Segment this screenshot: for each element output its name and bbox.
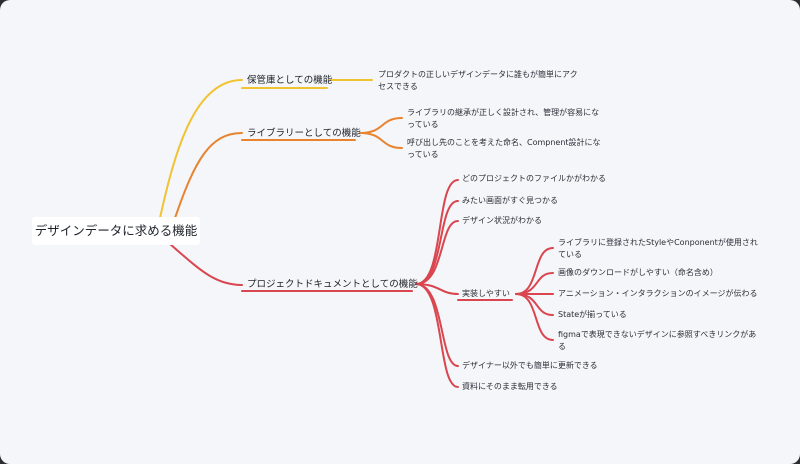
node-library-naming[interactable]: 呼び出し先のことを考えた命名、Compnent設計になっている — [407, 138, 601, 159]
link-doc-c3 — [415, 220, 459, 285]
link-library-child2 — [359, 132, 403, 149]
node-doc-reuse[interactable]: 資料にそのまま転用できる — [462, 382, 558, 391]
link-root-document — [169, 243, 243, 286]
node-impl-figma-link[interactable]: figmaで表現できないデザインに参照すべきリンクがある — [558, 330, 757, 351]
node-storage-access[interactable]: プロダクトの正しいデザインデータに誰もが簡単にアクセスできる — [378, 70, 578, 91]
branch-document[interactable]: プロジェクトドキュメントとしての機能 — [247, 279, 418, 290]
node-doc-implementation[interactable]: 実装しやすい — [462, 289, 510, 298]
node-impl-image-download[interactable]: 画像のダウンロードがしやすい（命名含め） — [558, 268, 718, 277]
node-doc-project-file[interactable]: どのプロジェクトのファイルかがわかる — [462, 174, 606, 183]
link-impl-s5 — [515, 293, 554, 341]
node-impl-animation[interactable]: アニメーション・インタラクションのイメージが伝わる — [558, 289, 758, 298]
node-doc-find-screen[interactable]: みたい画面がすぐ見つかる — [462, 196, 558, 205]
link-doc-c1 — [415, 179, 459, 285]
link-library-child1 — [359, 117, 403, 134]
link-doc-c6 — [415, 283, 459, 388]
node-library-inheritance[interactable]: ライブラリの継承が正しく設計され、管理が容易になっている — [407, 108, 600, 129]
root-node[interactable]: デザインデータに求める機能 — [33, 218, 199, 244]
node-impl-state[interactable]: Stateが揃っている — [558, 310, 627, 319]
link-root-library — [174, 132, 243, 219]
node-doc-design-status[interactable]: デザイン状況がわかる — [462, 216, 542, 225]
link-doc-c5 — [415, 283, 459, 367]
link-root-storage — [159, 79, 243, 219]
branch-storage[interactable]: 保管庫としての機能 — [247, 75, 333, 86]
node-impl-style-component[interactable]: ライブラリに登録されたStyleやConponentが使用されている — [558, 238, 758, 259]
node-doc-easy-update[interactable]: デザイナー以外でも簡単に更新できる — [462, 361, 598, 370]
branch-library[interactable]: ライブラリーとしての機能 — [247, 128, 361, 139]
